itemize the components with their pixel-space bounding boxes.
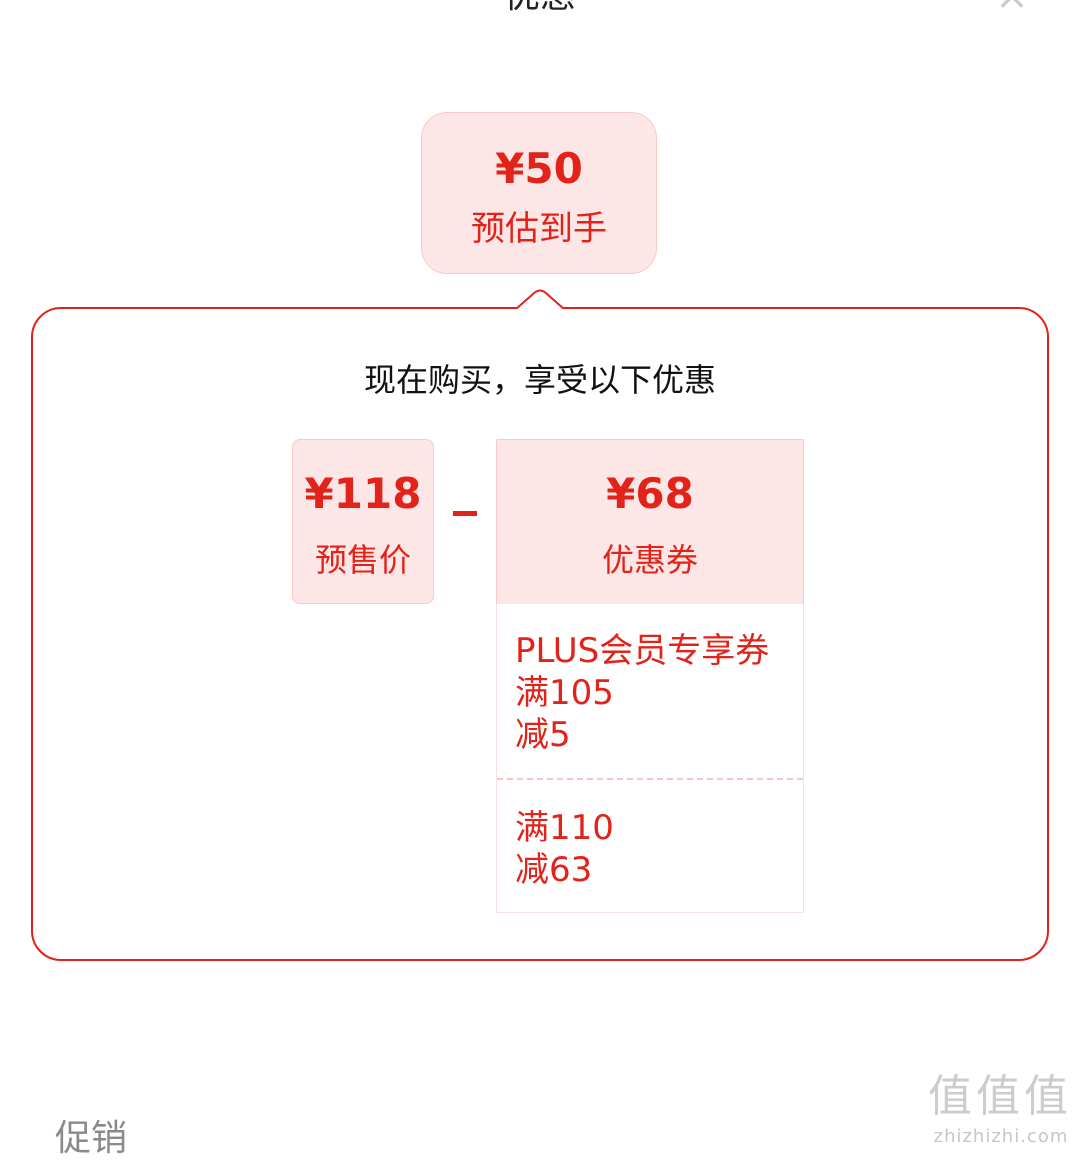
coupon-divider xyxy=(497,778,803,780)
coupon-amount: ¥68 xyxy=(606,469,694,518)
coupon-card[interactable]: ¥68 优惠券 xyxy=(496,439,804,604)
coupon-list: PLUS会员专享券 满105 减5 满110 减63 xyxy=(496,604,804,913)
presale-price-label: 预售价 xyxy=(314,541,411,579)
close-icon[interactable]: × xyxy=(992,0,1032,16)
list-item[interactable]: 满110 减63 xyxy=(515,807,799,891)
minus-icon xyxy=(453,511,477,516)
watermark-logo: 值值值 xyxy=(928,1071,1072,1122)
list-item[interactable]: PLUS会员专享券 满105 减5 xyxy=(515,630,799,756)
coupon-item-discount: 减63 xyxy=(515,850,593,890)
page-title: 优惠 xyxy=(0,0,1080,16)
estimated-price-card: ¥50 预估到手 xyxy=(421,112,657,274)
estimated-price-amount: ¥50 xyxy=(495,144,583,193)
watermark-domain: zhizhizhi.com xyxy=(933,1126,1069,1147)
presale-price-card: ¥118 预售价 xyxy=(292,439,434,604)
coupon-label: 优惠券 xyxy=(601,541,698,579)
coupon-item-threshold: 满105 xyxy=(515,673,614,713)
estimated-price-label: 预估到手 xyxy=(471,209,607,249)
discount-caption: 现在购买，享受以下优惠 xyxy=(363,361,716,399)
promotion-section-label: 促销 xyxy=(55,1118,128,1159)
coupon-item-threshold: 满110 xyxy=(515,808,614,848)
caret-up-icon xyxy=(515,289,565,313)
watermark: 值值值 zhizhizhi.com xyxy=(928,1074,1074,1150)
coupon-item-discount: 减5 xyxy=(515,715,571,755)
coupon-item-title: PLUS会员专享券 xyxy=(515,631,770,671)
presale-price-amount: ¥118 xyxy=(304,469,422,518)
